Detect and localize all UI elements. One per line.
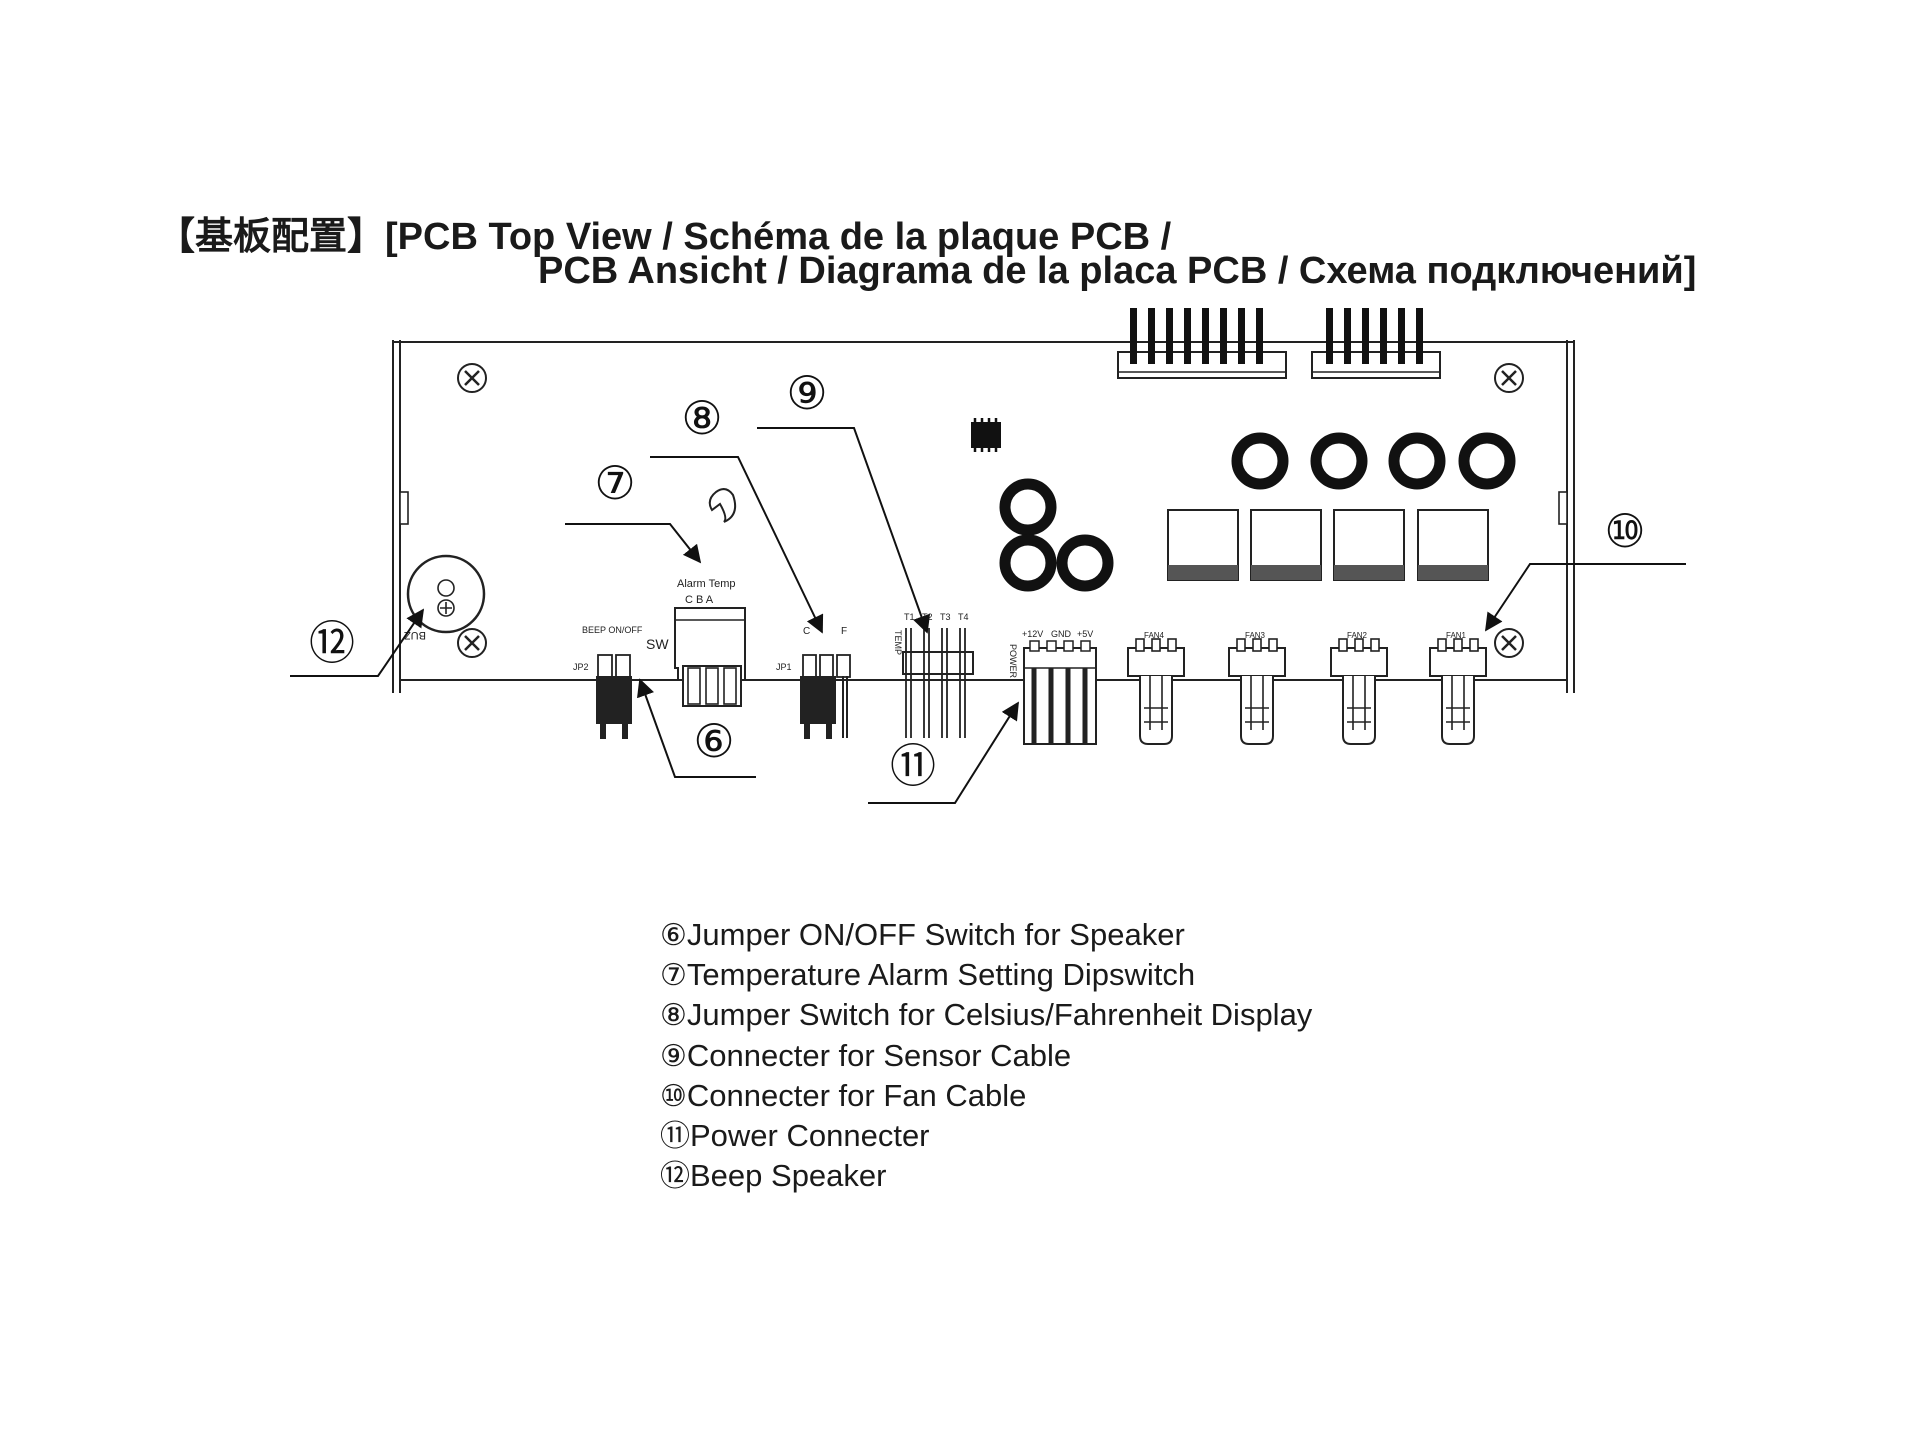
relay-block — [1333, 509, 1405, 581]
callout-leaders — [290, 427, 1686, 804]
fan2-connector: FAN2 — [1330, 631, 1388, 745]
t3-label: T3 — [940, 612, 951, 622]
jp1-f-label: F — [841, 626, 847, 637]
alarm-dipswitch: Alarm Temp C B A SW — [646, 578, 746, 707]
beep-label: BEEP ON/OFF — [582, 625, 643, 635]
fan2-label: FAN2 — [1347, 631, 1368, 640]
title-line-1: 【基板配置】[PCB Top View / Schéma de la plaqu… — [157, 216, 1172, 258]
capacitor — [1005, 484, 1051, 530]
top-connector-left — [1117, 308, 1287, 379]
capacitor — [1062, 540, 1108, 586]
legend-item-12: ⑫Beep Speaker — [660, 1156, 1312, 1196]
legend-text: Connecter for Sensor Cable — [686, 1037, 1072, 1073]
fan4-connector: FAN4 — [1127, 631, 1185, 745]
legend-item-11: ⑪Power Connecter — [660, 1116, 1312, 1156]
legend-text: Jumper ON/OFF Switch for Speaker — [686, 917, 1185, 952]
callout-12: ⑫ — [309, 616, 355, 670]
legend-item-9: ⑨Connecter for Sensor Cable — [660, 1036, 1312, 1076]
sw-label: SW — [646, 636, 669, 652]
legend-marker: ⑪ — [660, 1119, 690, 1155]
t4-label: T4 — [958, 612, 969, 622]
legend-text: Jumper Switch for Celsius/Fahrenheit Dis… — [686, 997, 1313, 1033]
buzzer-label: BUZ — [404, 629, 426, 641]
legend-marker: ⑦ — [660, 958, 687, 994]
legend-text: Beep Speaker — [690, 1158, 887, 1194]
capacitor — [1464, 438, 1510, 484]
screw-icon — [1493, 362, 1525, 394]
capacitor — [1237, 438, 1283, 484]
legend-marker: ⑧ — [660, 998, 687, 1034]
screw-icon — [456, 627, 488, 659]
power-gnd-label: GND — [1051, 629, 1072, 639]
screw-icon — [456, 362, 488, 394]
relay-block — [1250, 509, 1322, 581]
power-5v-label: +5V — [1077, 629, 1093, 639]
fan4-label: FAN4 — [1144, 631, 1165, 640]
fan1-label: FAN1 — [1446, 631, 1467, 640]
power-connector: POWER +12V GND +5V — [1008, 629, 1097, 745]
power-12v-label: +12V — [1022, 629, 1043, 639]
jp2-label: JP2 — [573, 662, 589, 672]
t1-label: T1 — [904, 612, 915, 622]
top-connector-right — [1311, 308, 1441, 379]
legend-text: Temperature Alarm Setting Dipswitch — [686, 957, 1196, 993]
legend-marker: ⑨ — [660, 1038, 687, 1074]
capacitor — [1005, 540, 1051, 586]
jp2-jumper: BEEP ON/OFF JP2 — [573, 625, 643, 739]
fan1-connector: FAN1 — [1429, 631, 1487, 745]
relay-block — [1167, 509, 1239, 581]
alarm-cols-label: C B A — [685, 594, 714, 606]
title-line-2: PCB Ansicht / Diagrama de la placa PCB /… — [538, 250, 1697, 292]
legend-item-8: ⑧Jumper Switch for Celsius/Fahrenheit Di… — [660, 995, 1312, 1035]
ic-chip — [971, 418, 1001, 452]
capacitor — [1394, 438, 1440, 484]
power-label: POWER — [1008, 644, 1018, 679]
callout-7: ⑦ — [594, 456, 635, 510]
legend-item-6: ⑥Jumper ON/OFF Switch for Speaker — [660, 915, 1312, 955]
board-outline — [392, 340, 1575, 693]
legend-text: Connecter for Fan Cable — [686, 1077, 1027, 1113]
callout-8: ⑧ — [681, 391, 722, 445]
callout-6: ⑥ — [693, 714, 734, 768]
jp1-c-label: C — [803, 626, 810, 637]
relay-block — [1417, 509, 1489, 581]
callout-9: ⑨ — [786, 366, 827, 420]
callout-10: ⑩ — [1604, 504, 1645, 558]
screw-icon — [1493, 627, 1525, 659]
temp-sensor-header: TEMP T1 T2 T3 T4 — [893, 612, 974, 738]
fan3-connector: FAN3 — [1228, 631, 1286, 745]
sensor-component — [708, 488, 737, 523]
legend-list: ⑥Jumper ON/OFF Switch for Speaker ⑦Tempe… — [660, 915, 1312, 1196]
alarm-temp-label: Alarm Temp — [677, 578, 735, 590]
jp1-label: JP1 — [776, 662, 792, 672]
capacitor — [1316, 438, 1362, 484]
temp-label: TEMP — [893, 630, 903, 655]
jp1-jumper: C F JP1 — [776, 626, 851, 739]
legend-item-10: ⑩Connecter for Fan Cable — [660, 1076, 1312, 1116]
callout-11: ⑪ — [890, 739, 936, 793]
legend-marker: ⑩ — [660, 1078, 687, 1114]
fan3-label: FAN3 — [1245, 631, 1266, 640]
legend-marker: ⑫ — [660, 1159, 690, 1195]
legend-text: Power Connecter — [690, 1118, 930, 1154]
legend-item-7: ⑦Temperature Alarm Setting Dipswitch — [660, 955, 1312, 995]
buzzer: BUZ — [404, 554, 486, 641]
legend-marker: ⑥ — [660, 918, 687, 953]
